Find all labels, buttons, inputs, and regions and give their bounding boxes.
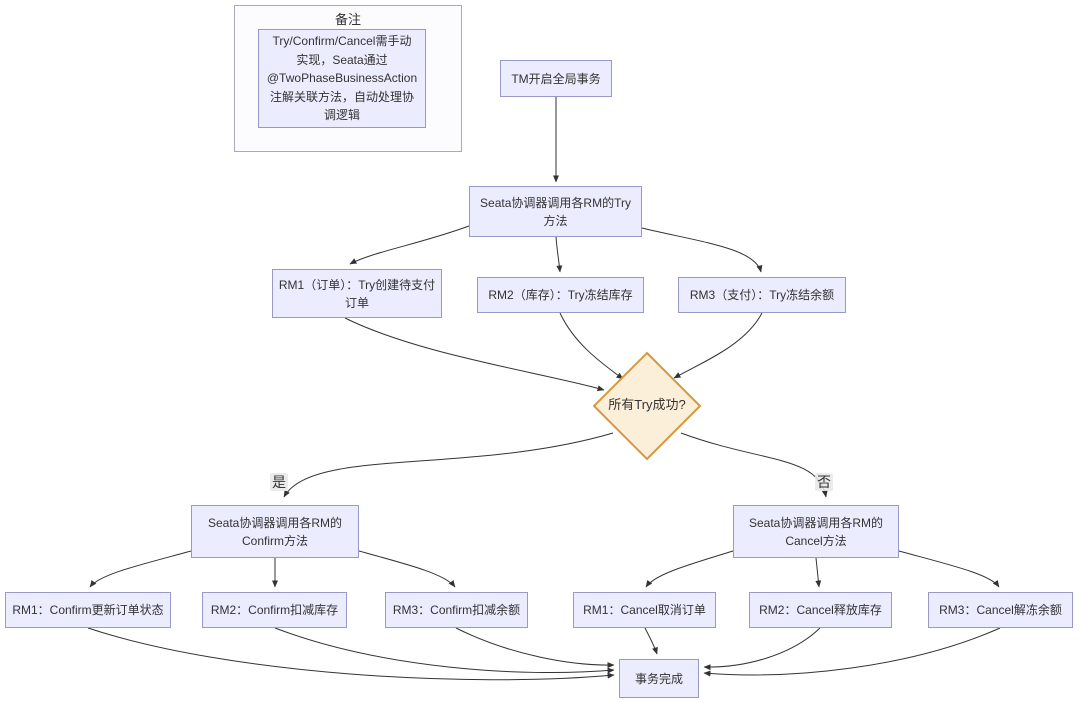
node-label: RM1：Confirm更新订单状态	[12, 603, 164, 617]
edge-decision-no-to-cancelcoord	[680, 432, 828, 498]
edge-trycoord-to-rm3try	[641, 227, 763, 273]
edge-trycoord-to-rm1try	[349, 225, 470, 265]
edge-paths	[87, 97, 1001, 681]
node-rm3-confirm: RM3：Confirm扣减余额	[385, 592, 528, 628]
node-tm-begin-global-tx: TM开启全局事务	[500, 60, 612, 97]
edge-rm2try-to-decision	[559, 312, 624, 380]
node-label: 事务完成	[634, 671, 683, 686]
note-body: Try/Confirm/Cancel需手动实现，Seata通过@TwoPhase…	[258, 29, 426, 128]
decision-label: 所有Try成功?	[608, 397, 686, 412]
node-rm2-try: RM2（库存）：Try冻结库存	[477, 277, 644, 313]
edge-rm1confirm-to-done	[87, 627, 615, 681]
node-rm2-confirm: RM2：Confirm扣减库存	[202, 592, 347, 628]
node-label: RM3（支付）：Try冻结余额	[689, 288, 835, 302]
node-seata-confirm-coordinator: Seata协调器调用各RM的Confirm方法	[191, 505, 359, 558]
node-label: TM开启全局事务	[511, 71, 601, 86]
node-seata-try-coordinator: Seata协调器调用各RM的Try方法	[469, 186, 642, 237]
node-rm2-cancel: RM2：Cancel释放库存	[749, 592, 892, 628]
edge-cancelcoord-to-rm3cancel	[898, 550, 1000, 588]
edge-rm3try-to-decision	[673, 312, 763, 379]
edge-rm2cancel-to-done	[703, 627, 821, 671]
edge-confirmcoord-to-rm1confirm	[89, 550, 192, 588]
node-label: Seata协调器调用各RM的Cancel方法	[748, 515, 884, 548]
edge-trycoord-to-rm2try	[555, 236, 563, 273]
decision-diamond	[592, 351, 702, 461]
edge-label-no: 否	[815, 473, 833, 492]
edge-cancelcoord-to-rm2cancel	[815, 557, 822, 588]
note-body-text: Try/Confirm/Cancel需手动实现，Seata通过@TwoPhase…	[266, 34, 418, 123]
node-label: Seata协调器调用各RM的Try方法	[480, 195, 631, 228]
node-label: Seata协调器调用各RM的Confirm方法	[207, 515, 343, 548]
edge-rm1cancel-to-done	[644, 627, 658, 655]
node-rm1-confirm: RM1：Confirm更新订单状态	[5, 592, 171, 628]
node-label: RM1（订单）：Try创建待支付订单	[278, 277, 436, 310]
node-label: RM3：Cancel解冻余额	[939, 603, 1062, 617]
node-rm3-try: RM3（支付）：Try冻结余额	[678, 277, 846, 313]
edge-cancelcoord-to-rm1cancel	[645, 550, 734, 588]
node-transaction-done: 事务完成	[619, 659, 699, 698]
note-title: 备注	[334, 12, 361, 27]
node-rm3-cancel: RM3：Cancel解冻余额	[928, 592, 1073, 628]
node-rm1-cancel: RM1：Cancel取消订单	[573, 592, 716, 628]
edge-label-yes: 是	[270, 473, 288, 492]
edge-rm1try-to-decision	[344, 317, 605, 392]
edge-decision-yes-to-confirmcoord	[283, 432, 614, 498]
node-label: RM3：Confirm扣减余额	[392, 603, 521, 617]
edge-rm2confirm-to-done	[274, 627, 615, 674]
edge-rm3cancel-to-done	[703, 627, 1001, 677]
node-label: RM2：Cancel释放库存	[759, 603, 882, 617]
node-label: RM1：Cancel取消订单	[583, 603, 706, 617]
edge-rm3confirm-to-done	[455, 627, 615, 669]
node-label: RM2（库存）：Try冻结库存	[488, 288, 633, 302]
node-rm1-try: RM1（订单）：Try创建待支付订单	[272, 269, 442, 318]
node-seata-cancel-coordinator: Seata协调器调用各RM的Cancel方法	[733, 505, 899, 558]
edge-confirmcoord-to-rm3confirm	[358, 550, 456, 588]
node-label: RM2：Confirm扣减库存	[210, 603, 339, 617]
